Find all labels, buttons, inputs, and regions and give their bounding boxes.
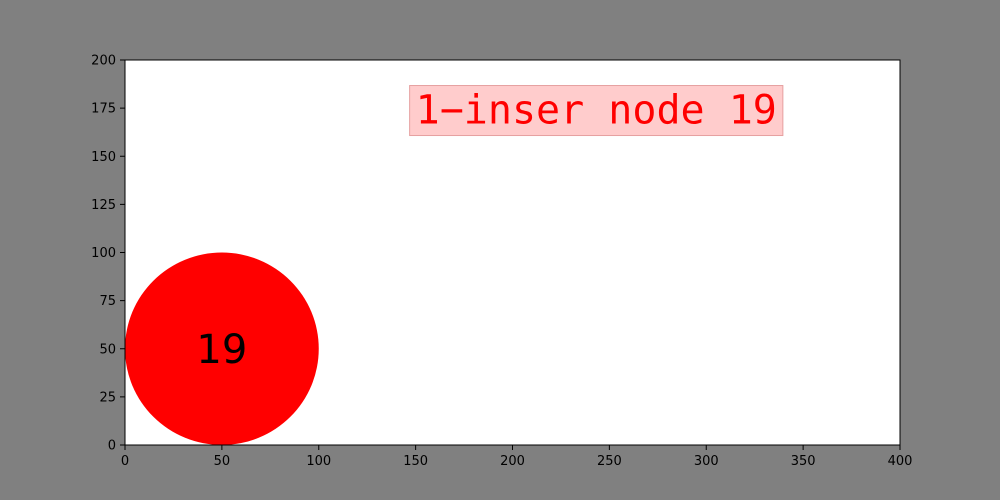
y-axis: 0 25 50 75 100 125 150 175 200 [91, 54, 125, 454]
x-tick-label: 300 [694, 454, 719, 469]
banner-text: 1−inser node 19 [416, 88, 777, 134]
x-tick-label: 200 [500, 454, 525, 469]
y-tick-label: 175 [91, 102, 116, 117]
x-tick-label: 50 [214, 454, 231, 469]
banner: 1−inser node 19 [409, 85, 784, 137]
y-tick-label: 100 [91, 246, 116, 261]
y-tick-label: 50 [99, 342, 116, 357]
y-tick-label: 75 [99, 294, 116, 309]
y-tick-label: 200 [91, 54, 116, 69]
x-tick-label: 100 [306, 454, 331, 469]
banner-box [409, 85, 784, 137]
y-tick-label: 150 [91, 150, 116, 165]
node-label: 19 [196, 327, 247, 373]
x-axis: 0 50 100 150 200 250 300 350 400 [121, 445, 913, 469]
x-tick-label: 350 [791, 454, 816, 469]
y-tick-label: 0 [108, 439, 116, 454]
y-tick-label: 25 [99, 390, 116, 405]
x-tick-label: 0 [121, 454, 129, 469]
x-tick-label: 400 [888, 454, 913, 469]
nodes-layer: 19 [125, 252, 319, 445]
x-tick-label: 250 [597, 454, 622, 469]
x-tick-label: 150 [403, 454, 428, 469]
node-circle [125, 252, 319, 445]
y-tick-label: 125 [91, 198, 116, 213]
